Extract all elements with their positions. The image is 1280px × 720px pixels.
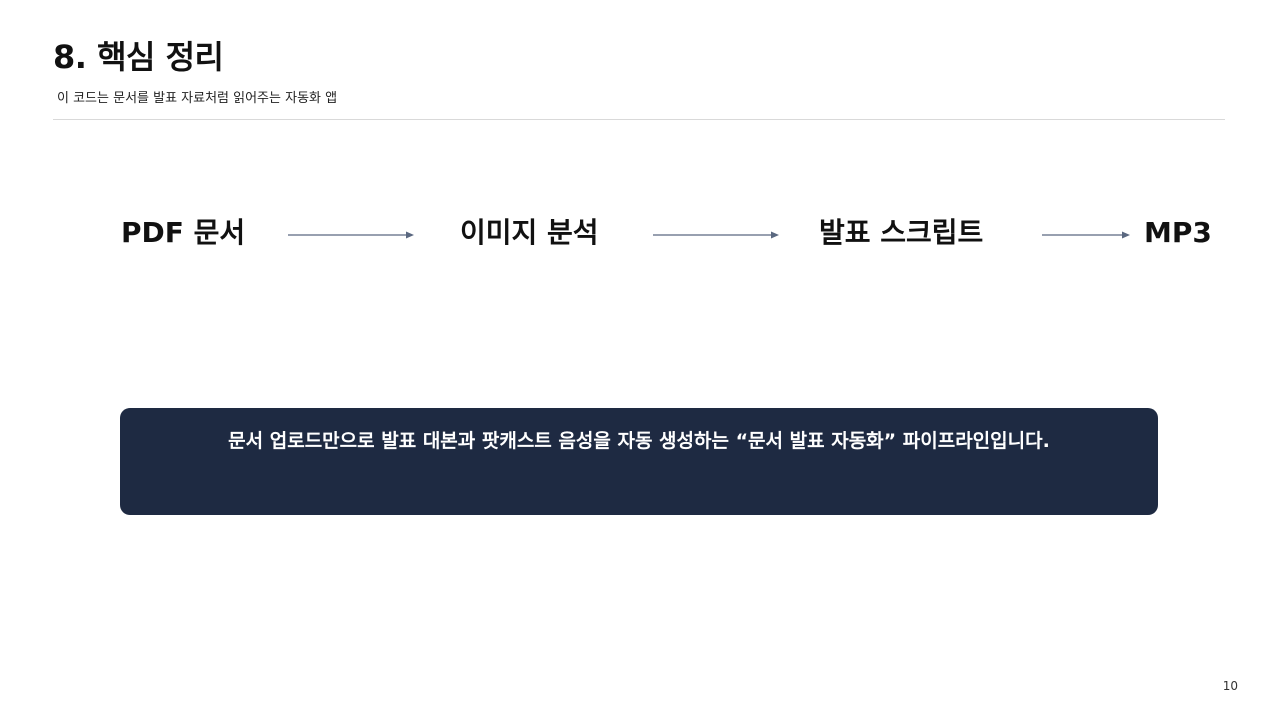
arrow-right-icon — [1042, 231, 1130, 239]
flow-step-script: 발표 스크립트 — [819, 216, 984, 249]
flow-step-mp3: MP3 — [1144, 216, 1212, 249]
callout-text: 문서 업로드만으로 발표 대본과 팟캐스트 음성을 자동 생성하는 “문서 발표… — [228, 430, 1050, 452]
arrow-right-icon — [653, 231, 779, 239]
slide-subtitle: 이 코드는 문서를 발표 자료처럼 읽어주는 자동화 앱 — [57, 91, 338, 106]
title-divider — [53, 119, 1225, 120]
arrow-right-icon — [288, 231, 414, 239]
flow-step-pdf: PDF 문서 — [121, 216, 246, 249]
flow-step-image-analysis: 이미지 분석 — [460, 216, 599, 249]
page-number: 10 — [1222, 679, 1238, 693]
summary-callout: 문서 업로드만으로 발표 대본과 팟캐스트 음성을 자동 생성하는 “문서 발표… — [120, 408, 1158, 515]
slide-title: 8. 핵심 정리 — [53, 38, 224, 76]
